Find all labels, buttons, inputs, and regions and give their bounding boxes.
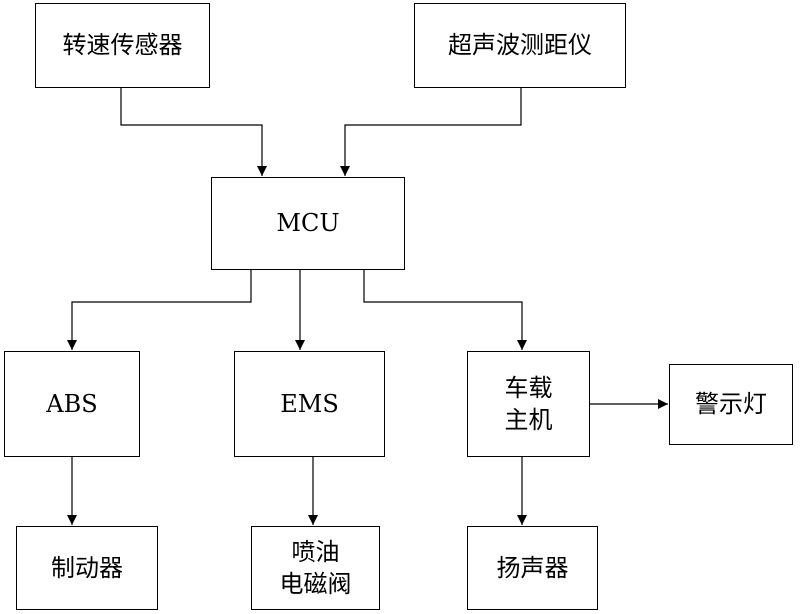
edge-speed-sensor-to-mcu [121,88,262,176]
injector-valve-label-line-1: 喷油 [292,536,340,568]
speed-sensor-node: 转速传感器 [35,3,210,88]
warning-light-node: 警示灯 [669,364,793,445]
abs-node: ABS [4,351,140,457]
mcu-node: MCU [211,177,405,270]
host-label-line-1: 车载 [505,372,553,404]
brake-label: 制动器 [51,552,123,584]
speaker-node: 扬声器 [467,526,598,610]
host-label-line-2: 主机 [505,404,553,436]
injector-valve-node: 喷油 电磁阀 [251,526,380,610]
injector-valve-label-line-2: 电磁阀 [280,568,352,600]
edge-mcu-to-host [364,270,522,350]
brake-node: 制动器 [16,526,158,610]
speed-sensor-label: 转速传感器 [63,29,183,61]
edge-mcu-to-abs [72,270,251,350]
ultrasonic-rangefinder-label: 超声波测距仪 [448,29,592,61]
mcu-label: MCU [276,207,339,239]
edge-rangefinder-to-mcu [345,88,521,176]
ems-label: EMS [280,388,339,420]
host-node: 车载 主机 [467,351,590,457]
warning-light-label: 警示灯 [695,388,767,420]
ems-node: EMS [234,351,385,457]
abs-label: ABS [46,388,97,420]
speaker-label: 扬声器 [497,552,569,584]
ultrasonic-rangefinder-node: 超声波测距仪 [414,3,626,88]
